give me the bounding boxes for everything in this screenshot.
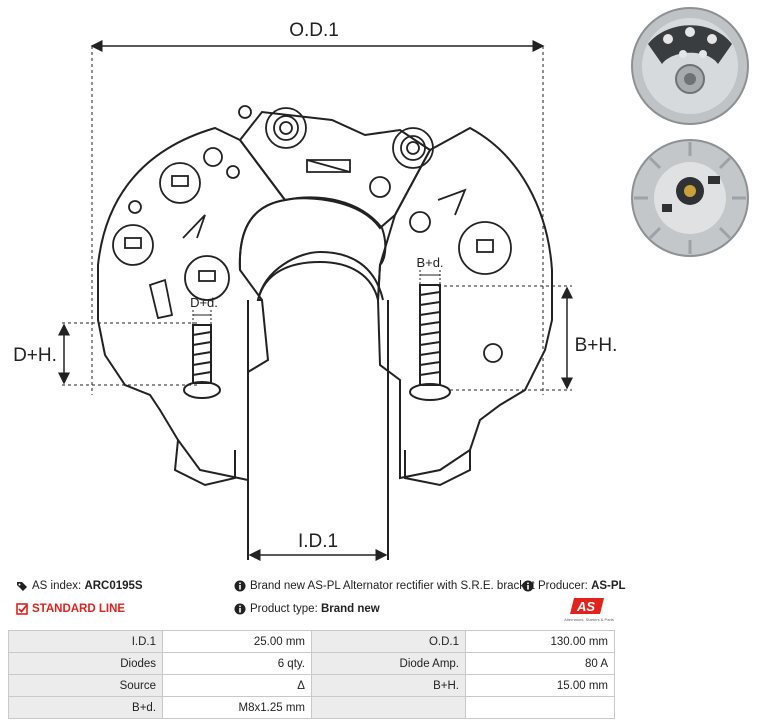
spec-value	[465, 696, 615, 719]
table-row: B+d. M8x1.25 mm	[7, 696, 615, 719]
b-plus-bolt	[409, 284, 451, 401]
rectifier-features	[112, 105, 512, 363]
rectifier-drawing: O.D.1	[13, 20, 618, 561]
producer-label: Producer:	[538, 580, 588, 592]
description-row: Brand new AS-PL Alternator rectifier wit…	[234, 580, 535, 592]
table-row: Diodes 6 qty. Diode Amp. 80 A	[7, 652, 615, 675]
id1-label: I.D.1	[298, 531, 338, 552]
spec-value: 15.00 mm	[465, 674, 615, 697]
table-row: I.D.1 25.00 mm O.D.1 130.00 mm	[7, 630, 615, 653]
tag-icon	[17, 582, 27, 591]
od1-label: O.D.1	[289, 20, 339, 41]
table-row: Source Δ B+H. 15.00 mm	[7, 674, 615, 697]
spec-value: M8x1.25 mm	[162, 696, 312, 719]
as-index-value: ARC0195S	[84, 580, 143, 592]
spec-value: 130.00 mm	[465, 630, 615, 653]
bh-label: B+H.	[575, 335, 618, 356]
as-index-label: AS index:	[32, 580, 82, 592]
spec-label: B+H.	[310, 674, 467, 697]
spec-value: 6 qty.	[162, 652, 312, 675]
as-index-row: AS index: ARC0195S	[16, 580, 143, 592]
product-type-label: Product type:	[250, 603, 318, 615]
spec-label: Diodes	[7, 652, 164, 675]
product-line: STANDARD LINE	[32, 603, 126, 615]
spec-label: O.D.1	[310, 630, 467, 653]
checkbox-check-icon	[16, 603, 28, 615]
spec-value: 25.00 mm	[162, 630, 312, 653]
producer-row: Producer: AS-PL	[522, 580, 626, 592]
spec-table: I.D.1 25.00 mm O.D.1 130.00 mm Diodes 6 …	[7, 630, 615, 719]
as-pl-logo: AS Alternators, Starters & Parts	[564, 598, 614, 622]
rectifier-body	[97, 110, 553, 560]
spec-label	[310, 696, 467, 719]
product-type-value: Brand new	[320, 603, 380, 615]
spec-label: B+d.	[7, 696, 164, 719]
spec-label: Source	[7, 674, 164, 697]
logo-mark: AS	[576, 599, 595, 614]
spec-label: I.D.1	[7, 630, 164, 653]
producer-value: AS-PL	[591, 580, 626, 592]
dh-label: D+H.	[13, 345, 57, 366]
dd-label: D+d.	[190, 295, 218, 310]
info-icon	[234, 580, 246, 592]
spec-label: Diode Amp.	[310, 652, 467, 675]
info-icon	[522, 580, 534, 592]
product-photo-top	[631, 7, 749, 125]
logo-tagline: Alternators, Starters & Parts	[564, 617, 614, 622]
product-info: AS index: ARC0195S STANDARD LINE Brand n…	[16, 578, 626, 624]
spec-value: 80 A	[465, 652, 615, 675]
d-plus-bolt	[183, 324, 221, 399]
bd-label: B+d.	[416, 255, 443, 270]
product-description: Brand new AS-PL Alternator rectifier wit…	[250, 580, 535, 592]
info-icon	[234, 603, 246, 615]
product-photo-bottom	[631, 139, 749, 257]
product-type-row: Product type: Brand new	[234, 603, 380, 615]
product-line-row: STANDARD LINE	[16, 603, 125, 615]
spec-value: Δ	[162, 674, 312, 697]
